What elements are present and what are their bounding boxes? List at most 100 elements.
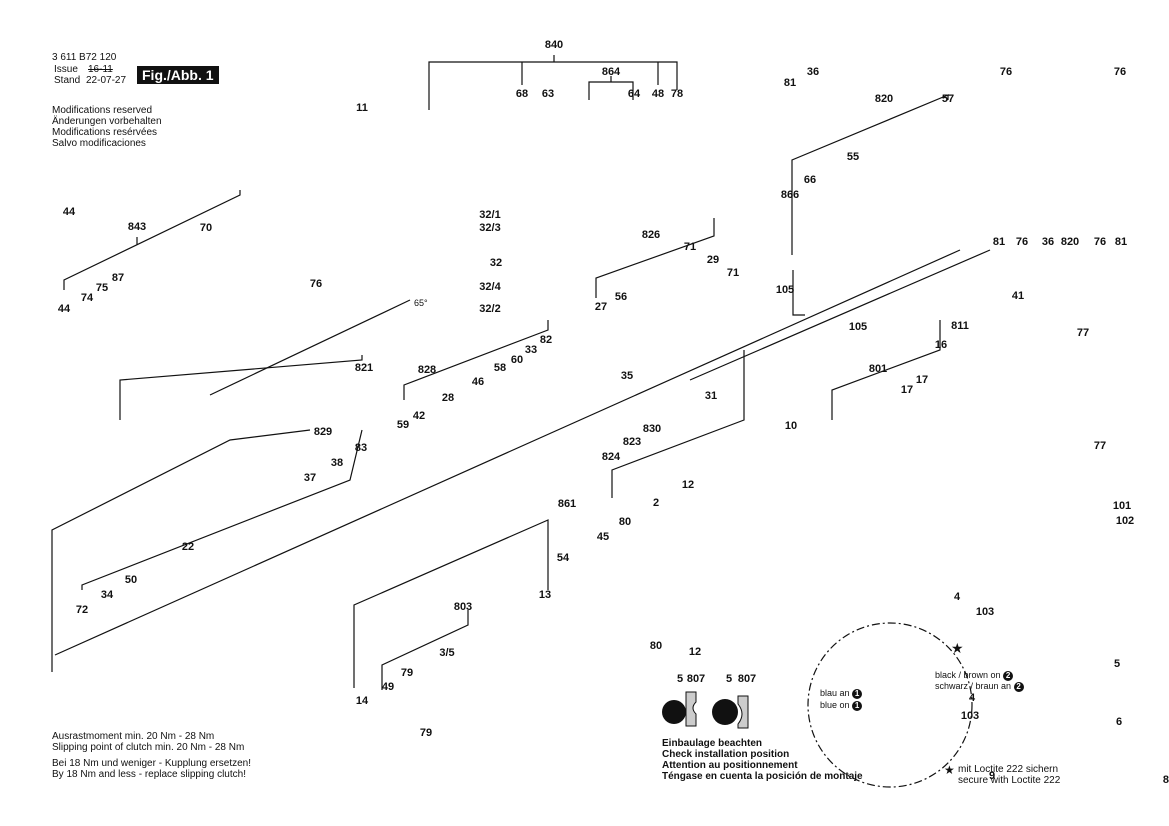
part-label: 103 [960,710,980,722]
part-label: 81 [1114,236,1128,248]
part-label: 38 [330,457,344,469]
part-label: 72 [75,604,89,616]
modifications-note: Modifications reserved Änderungen vorbeh… [52,105,162,149]
issue-label: Issue [54,64,78,75]
part-label: 22 [181,541,195,553]
part-label: 59 [396,419,410,431]
installation-note: Einbaulage beachten Check installation p… [662,738,863,782]
part-label: 17 [915,374,929,386]
part-label: 77 [1076,327,1090,339]
part-label: 80 [649,640,663,652]
part-label: 77 [1093,440,1107,452]
part-label: 12 [688,646,702,658]
part-label: 50 [124,574,138,586]
part-label: 14 [355,695,369,707]
clutch-line: By 18 Nm and less - replace slipping clu… [52,769,246,780]
terminal-1-icon: 1 [852,700,863,711]
part-label: 68 [515,88,529,100]
part-number: 3 611 B72 120 [52,52,117,63]
part-label: 3/5 [439,647,455,659]
bracket-840 [428,61,678,110]
part-label: 35 [620,370,634,382]
part-label: 87 [111,272,125,284]
part-label: 808 [1162,774,1169,786]
part-label: 33 [524,344,538,356]
part-label: 76 [999,66,1013,78]
part-label: 4 [953,591,961,603]
wiring-blue-en: blue on 1 [820,700,863,711]
part-label: 821 [354,362,374,374]
part-label: 54 [556,552,570,564]
part-label: 80 [618,516,632,528]
part-label: 44 [62,206,76,218]
part-label: 56 [614,291,628,303]
part-label: 74 [80,292,94,304]
part-label: 79 [419,727,433,739]
loctite-line-de: mit Loctite 222 sichern [958,764,1059,775]
terminal-1-icon: 1 [852,688,863,699]
part-label: 31 [704,390,718,402]
part-label: 58 [493,362,507,374]
part-label: 13 [538,589,552,601]
angle-label: 65° [414,298,428,308]
part-label: 32/4 [479,281,501,293]
part-label: 32/3 [479,222,501,234]
part-label: 48 [651,88,665,100]
part-label: 829 [313,426,333,438]
bracket-icon [737,695,749,729]
installation-line: Téngase en cuenta la posición de montaje [662,771,863,782]
clutch-line: Slipping point of clutch min. 20 Nm - 28… [52,742,245,753]
part-label: 861 [557,498,577,510]
part-label: 79 [400,667,414,679]
part-label: 5 [1113,658,1121,670]
part-label: 32/1 [479,209,501,221]
part-label: 60 [510,354,524,366]
ball-icon [662,700,686,724]
part-label: 71 [726,267,740,279]
part-label: 70 [199,222,213,234]
modifications-line: Salvo modificaciones [52,138,146,149]
clutch-note: Ausrastmoment min. 20 Nm - 28 Nm Slippin… [52,731,251,780]
loctite-line-en: secure with Loctite 222 [958,775,1061,786]
part-label: 811 [951,320,969,332]
part-label: 840 [544,39,564,51]
part-label: 803 [453,601,473,613]
part-label: 44 [57,303,71,315]
part-label: 32 [489,257,503,269]
star-icon: ★ [944,763,955,777]
part-label: 6 [1115,716,1123,728]
part-label: 75 [95,282,109,294]
part-label: 27 [594,301,608,313]
part-label: 34 [100,589,114,601]
terminal-2-icon: 2 [1013,681,1024,692]
installation-line: Check installation position [662,749,790,760]
part-label: 46 [471,376,485,388]
modifications-line: Modifications reserved [52,105,153,116]
part-label: 55 [846,151,860,163]
installation-line: Attention au positionnement [662,760,798,771]
wiring-black-de: schwarz / braun an 2 [935,681,1024,692]
part-label: 843 [127,221,147,233]
part-label: 12 [681,479,695,491]
part-label: 37 [303,472,317,484]
part-label: 64 [627,88,641,100]
part-label: 76 [1015,236,1029,248]
part-label: 801 [868,363,888,375]
bracket-icon [685,691,697,727]
terminal-2-icon: 2 [1003,670,1014,681]
part-label: 36 [1041,236,1055,248]
part-label: 32/2 [479,303,501,315]
part-label: 826 [641,229,661,241]
part-label: 16 [934,339,948,351]
part-label: 103 [975,606,995,618]
part-label: 81 [992,236,1006,248]
wiring-blue-de: blau an 1 [820,688,863,699]
modifications-line: Änderungen vorbehalten [52,116,162,127]
part-label: 29 [706,254,720,266]
part-label: 11 [356,102,368,114]
stand-label: Stand [54,75,81,86]
clutch-line: Ausrastmoment min. 20 Nm - 28 Nm [52,731,215,742]
part-label: 76 [309,278,323,290]
